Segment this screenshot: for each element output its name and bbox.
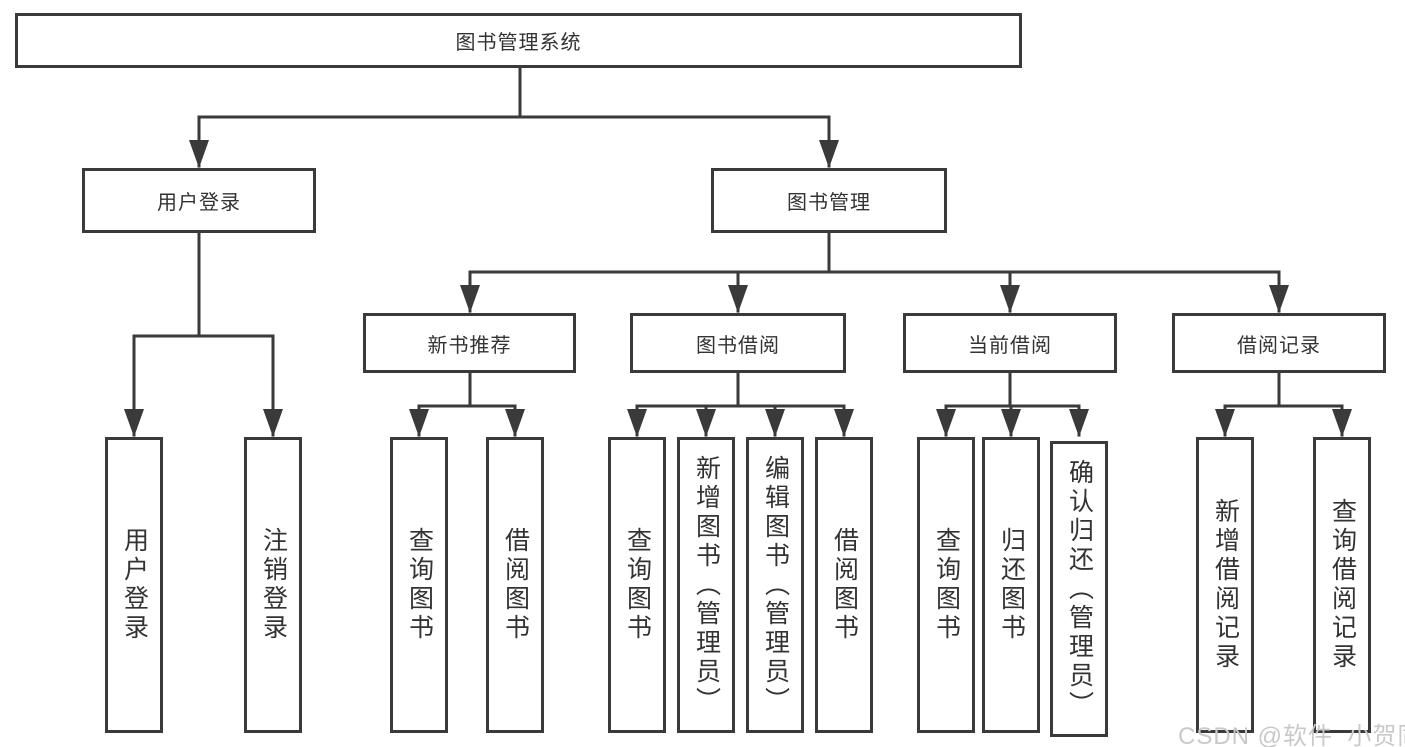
csdn-watermark: CSDN @软件_小贺同学 xyxy=(1178,723,1405,747)
leaf-borrow-query-books: 查询图书 xyxy=(608,437,666,733)
node-borrow-records: 借阅记录 xyxy=(1172,313,1386,373)
node-root: 图书管理系统 xyxy=(15,13,1022,68)
node-book-borrow: 图书借阅 xyxy=(630,313,846,373)
leaf-records-add-borrow-record: 新增借阅记录 xyxy=(1196,437,1254,733)
leaf-records-query-borrow-record: 查询借阅记录 xyxy=(1313,437,1371,733)
leaf-recommend-borrow-books: 借阅图书 xyxy=(486,437,544,733)
leaf-current-query-books: 查询图书 xyxy=(917,437,975,733)
leaf-borrow-borrow-books: 借阅图书 xyxy=(815,437,873,733)
leaf-current-return-books: 归还图书 xyxy=(982,437,1040,733)
leaf-logout-login: 注销登录 xyxy=(244,437,302,733)
leaf-current-confirm-return-admin: 确认归还（管理员） xyxy=(1050,441,1108,737)
leaf-borrow-edit-books-admin: 编辑图书（管理员） xyxy=(746,437,804,733)
node-user-login: 用户登录 xyxy=(82,168,316,233)
node-current-borrow: 当前借阅 xyxy=(903,313,1117,373)
leaf-recommend-query-books: 查询图书 xyxy=(390,437,448,733)
leaf-user-login: 用户登录 xyxy=(105,437,163,733)
node-book-management: 图书管理 xyxy=(711,168,947,233)
node-new-book-recommend: 新书推荐 xyxy=(363,313,576,373)
leaf-borrow-add-books-admin: 新增图书（管理员） xyxy=(677,437,735,733)
